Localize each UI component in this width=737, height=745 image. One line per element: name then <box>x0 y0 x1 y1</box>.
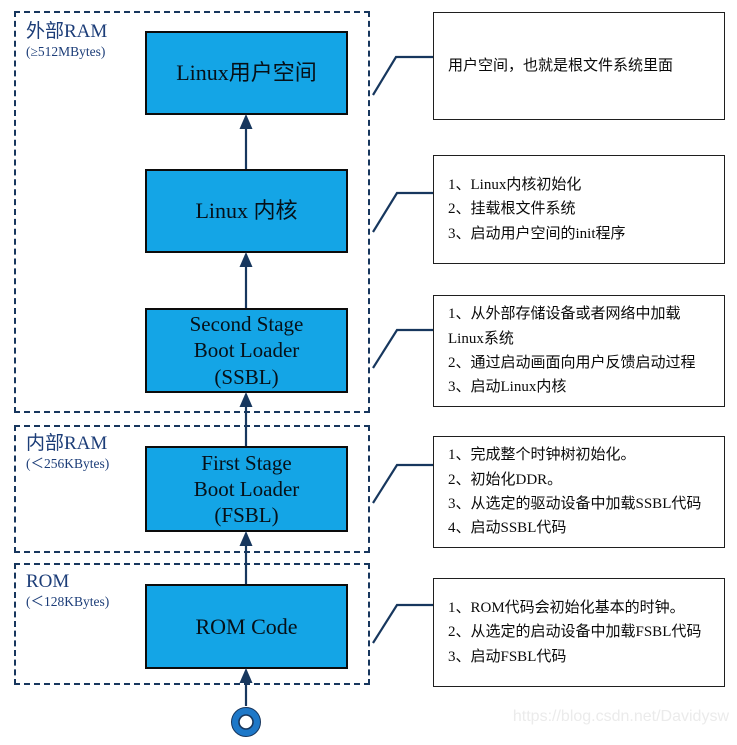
leader-line <box>372 191 433 233</box>
watermark: https://blog.csdn.net/Davidysw <box>512 708 729 725</box>
region-label-external-ram: 外部RAM (≥512MBytes) <box>26 20 107 61</box>
leader-line <box>372 603 433 644</box>
block-ssbl: Second Stage Boot Loader (SSBL) <box>145 308 348 393</box>
block-rom-code: ROM Code <box>145 584 348 669</box>
annotation-ssbl: 1、从外部存储设备或者网络中加载 Linux系统 2、通过启动画面向用户反馈启动… <box>433 295 725 407</box>
region-size: (＜128KBytes) <box>26 593 110 609</box>
annotation-rom: 1、ROM代码会初始化基本的时钟。 2、从选定的启动设备中加载FSBL代码 3、… <box>433 578 725 687</box>
annotation-userspace: 用户空间，也就是根文件系统里面 <box>433 12 725 120</box>
region-internal-ram <box>14 425 370 553</box>
block-linux-kernel: Linux 内核 <box>145 169 348 253</box>
region-external-ram <box>14 11 370 413</box>
region-label-internal-ram: 内部RAM (＜256KBytes) <box>26 432 109 473</box>
annotation-kernel: 1、Linux内核初始化 2、挂载根文件系统 3、启动用户空间的init程序 <box>433 155 725 264</box>
leader-line <box>372 463 433 504</box>
region-size: (＜256KBytes) <box>26 455 110 471</box>
annotation-fsbl: 1、完成整个时钟树初始化。 2、初始化DDR。 3、从选定的驱动设备中加载SSB… <box>433 436 725 548</box>
block-linux-userspace: Linux用户空间 <box>145 31 348 115</box>
region-name: ROM <box>26 571 70 592</box>
region-name: 内部RAM <box>26 433 108 454</box>
region-rom <box>14 563 370 685</box>
region-name: 外部RAM <box>26 21 108 42</box>
start-node-icon <box>231 707 261 737</box>
region-label-rom: ROM (＜128KBytes) <box>26 570 109 611</box>
leader-line <box>372 328 433 369</box>
region-size: (≥512MBytes) <box>26 43 106 59</box>
block-fsbl: First Stage Boot Loader (FSBL) <box>145 446 348 532</box>
leader-line <box>372 55 433 96</box>
